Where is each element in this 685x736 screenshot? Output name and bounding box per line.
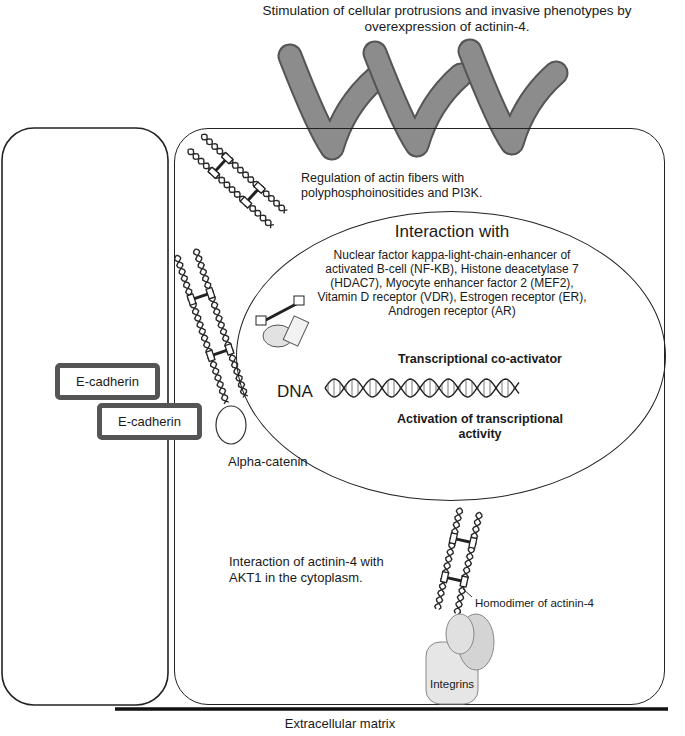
dna-rung	[418, 385, 419, 391]
node-text: E-cadherin	[102, 414, 197, 430]
actinin-head	[187, 294, 196, 305]
integrin-svg	[420, 612, 500, 707]
dna-rung	[502, 380, 503, 395]
node-text: Alpha-catenin	[228, 454, 314, 470]
dna-rung	[406, 381, 407, 394]
node-text: Regulation of actin fibers with polyphos…	[301, 171, 551, 201]
actin-strand	[188, 149, 274, 226]
dna-strand	[325, 379, 519, 397]
actinin-head	[206, 288, 215, 299]
dna-rung	[472, 381, 473, 394]
dna-rung	[388, 380, 389, 395]
dna-rung	[454, 382, 455, 393]
actin-strand	[177, 255, 229, 402]
cadherin-box: E-cadherin	[55, 363, 160, 400]
actin-ladder	[435, 508, 482, 614]
catenin-ellipse: Alpha-catenin	[214, 404, 314, 476]
heading-note: Stimulation of cellular protrusions and …	[262, 3, 632, 35]
dna-rung	[508, 380, 509, 396]
dna-strand	[325, 379, 519, 397]
dna-rung	[370, 380, 371, 396]
integrin-shape: Integrins	[420, 612, 500, 707]
node-text: DNA	[277, 382, 327, 402]
dna-rung	[460, 385, 461, 391]
cell: Regulation of actin fibers with polyphos…	[174, 128, 665, 705]
callout-label: Homodimer of actinin-4	[475, 597, 635, 611]
integrin-lobe	[446, 614, 474, 654]
actinin-head	[254, 182, 265, 193]
node-text: Integrins	[430, 678, 490, 692]
actinin-head	[294, 296, 304, 305]
dna-rung	[400, 387, 401, 390]
actin-ladder	[188, 134, 287, 228]
dna-rung	[448, 379, 449, 397]
dna-rung	[442, 384, 443, 393]
dna-helix	[325, 379, 519, 397]
protein	[283, 316, 308, 346]
dna-rung	[430, 379, 431, 397]
dna-rung	[358, 381, 359, 394]
actinin-head	[256, 316, 266, 325]
node-text: E-cadherin	[60, 374, 155, 390]
node-text: Activation of transcriptional activity	[395, 412, 565, 442]
actin-strand	[435, 508, 461, 609]
actin-strand	[202, 134, 288, 211]
alpha-catenin	[216, 406, 246, 444]
node-text: Transcriptional co-activator	[380, 352, 580, 367]
dna-rung	[412, 379, 413, 396]
actinin-head	[449, 533, 457, 544]
node-text: Nuclear factor kappa-light-chain-enhance…	[312, 248, 592, 318]
actinin-head	[240, 197, 251, 208]
actin-ladder	[175, 249, 248, 404]
leader-line	[463, 589, 472, 597]
protrusion-outline	[470, 51, 556, 143]
actinin-head	[208, 167, 219, 178]
protrusion	[375, 53, 461, 145]
actinin-head	[206, 350, 215, 361]
dna-rung	[478, 387, 479, 390]
actinin-head	[441, 572, 449, 583]
dna-rung	[352, 379, 353, 396]
dna-rung	[484, 380, 485, 396]
protein-complex	[256, 296, 309, 347]
dna-rung	[364, 387, 365, 390]
node-text: Interaction of actinin-4 with AKT1 in th…	[229, 554, 419, 585]
protrusion-outline	[290, 56, 376, 148]
actin-strand	[437, 508, 463, 610]
protrusion-outline	[375, 53, 461, 145]
matrix-line	[115, 707, 668, 711]
dna-rung	[394, 380, 395, 396]
dna-rung	[424, 382, 425, 393]
actinin-head	[469, 537, 477, 548]
dna-rung	[334, 379, 335, 397]
cadherin-box: E-cadherin	[97, 403, 202, 440]
dna-rung	[514, 387, 515, 390]
dna-rung	[340, 382, 341, 393]
protrusion	[290, 56, 376, 148]
matrix-label: Extracellular matrix	[240, 716, 440, 732]
actinin-head	[225, 344, 234, 355]
dna-rung	[376, 380, 377, 395]
dna-rung	[490, 380, 491, 395]
dna-rung	[436, 384, 437, 393]
dna-rung	[466, 379, 467, 396]
dna-rung	[328, 384, 329, 393]
dna-rung	[346, 385, 347, 391]
actinin-head	[222, 152, 233, 163]
protrusion	[470, 51, 556, 143]
node-text: Interaction with	[237, 222, 667, 242]
actin-strand	[195, 249, 247, 396]
actinin-head	[460, 576, 468, 587]
